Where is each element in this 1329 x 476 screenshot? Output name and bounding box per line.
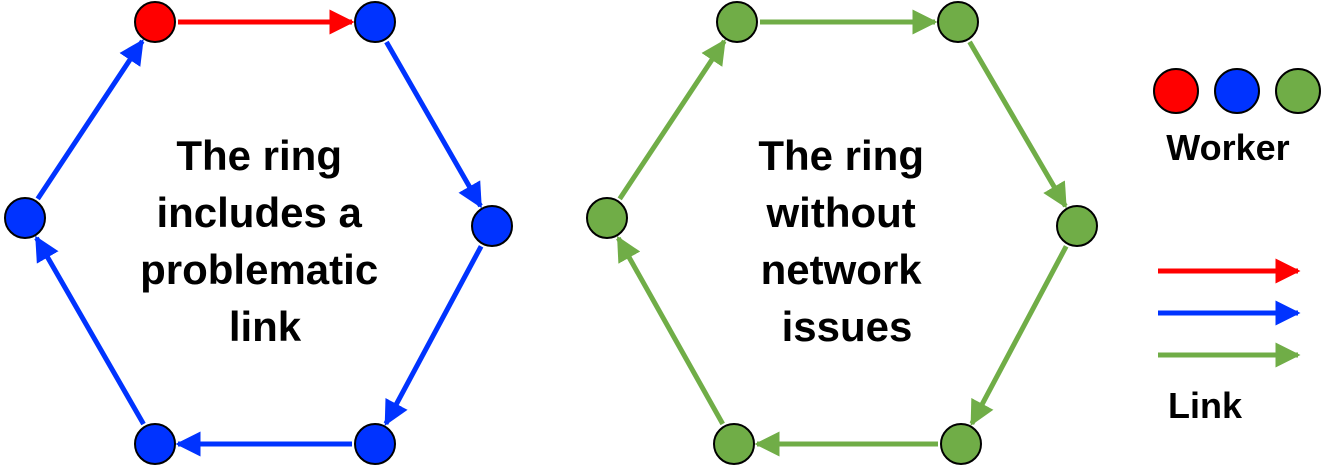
link-arrow xyxy=(616,235,725,426)
link-arrow xyxy=(34,235,146,426)
legend-worker-dot xyxy=(1275,68,1321,114)
legend-worker-label: Worker xyxy=(1166,127,1289,168)
right-ring-workers xyxy=(586,1,1098,465)
worker-node xyxy=(937,1,979,43)
right-ring-links xyxy=(616,9,1069,457)
caption-line: problematic xyxy=(140,246,378,293)
worker-node xyxy=(713,423,755,465)
worker-node xyxy=(940,423,982,465)
link-arrow xyxy=(617,39,727,201)
legend: Worker Link xyxy=(1153,68,1321,426)
worker-node xyxy=(134,1,176,43)
caption-line: The ring xyxy=(176,132,342,179)
legend-worker-dot xyxy=(1153,68,1199,114)
worker-node xyxy=(1056,205,1098,247)
left-ring-links xyxy=(34,9,484,457)
left-ring-caption: The ring includes a problematic link xyxy=(140,132,390,350)
caption-line: link xyxy=(229,303,302,350)
right-ring: The ring without network issues xyxy=(586,1,1098,465)
link-arrow xyxy=(35,39,145,201)
caption-line: The ring xyxy=(758,132,924,179)
legend-links xyxy=(1158,258,1301,368)
legend-worker-dot xyxy=(1214,68,1260,114)
right-ring-caption: The ring without network issues xyxy=(758,132,935,350)
legend-workers xyxy=(1153,68,1321,114)
worker-node xyxy=(354,423,396,465)
caption-line: issues xyxy=(782,303,913,350)
link-arrow xyxy=(969,245,1069,426)
worker-node xyxy=(4,197,46,239)
caption-line: network xyxy=(761,246,923,293)
link-arrow xyxy=(967,40,1068,209)
worker-node xyxy=(471,205,513,247)
left-ring-workers xyxy=(4,1,513,465)
caption-line: without xyxy=(766,189,916,236)
link-arrow xyxy=(384,40,483,209)
worker-node xyxy=(134,423,176,465)
link-arrow xyxy=(383,245,484,426)
worker-node xyxy=(716,1,758,43)
worker-node xyxy=(354,1,396,43)
caption-line: includes a xyxy=(156,189,362,236)
worker-node xyxy=(586,197,628,239)
left-ring: The ring includes a problematic link xyxy=(4,1,513,465)
legend-link-label: Link xyxy=(1168,385,1243,426)
